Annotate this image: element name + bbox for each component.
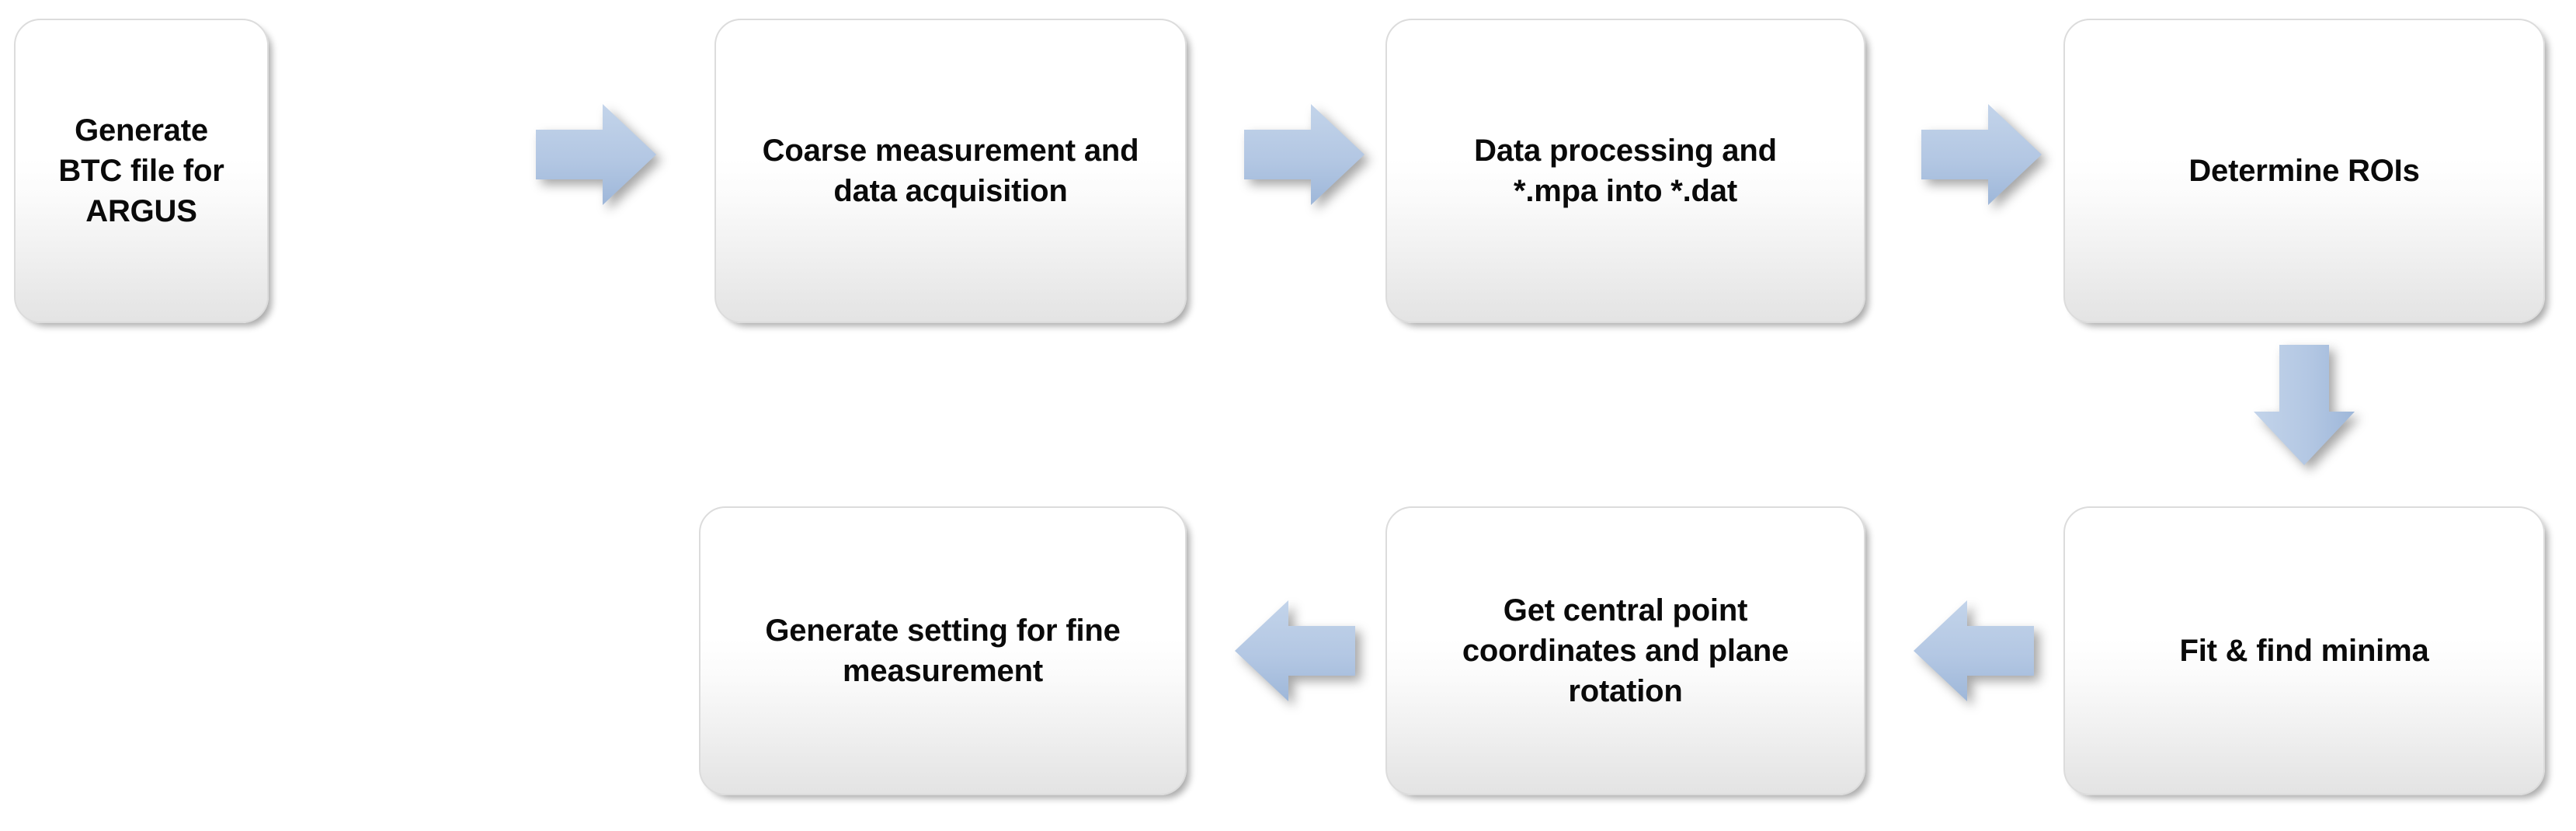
node-coarse-measurement[interactable]: Coarse measurement and data acquisition	[714, 19, 1187, 323]
node-label: Coarse measurement and data acquisition	[762, 134, 1139, 208]
arrow-left-2	[1914, 600, 2034, 701]
node-determine-rois[interactable]: Determine ROIs	[2063, 19, 2545, 323]
node-data-processing[interactable]: Data processing and *.mpa into *.dat	[1385, 19, 1865, 323]
node-label: Fit & find minima	[2179, 634, 2429, 668]
node-generate-setting[interactable]: Generate setting for fine measurement	[699, 506, 1187, 795]
node-generate-btc[interactable]: Generate BTC file for ARGUS	[14, 19, 269, 323]
arrow-right-1	[536, 104, 656, 205]
arrow-down-1	[2254, 345, 2355, 465]
node-fit-find-minima[interactable]: Fit & find minima	[2063, 506, 2545, 795]
node-label: Get central point coordinates and plane …	[1462, 593, 1789, 708]
node-label: Generate BTC file for ARGUS	[58, 113, 224, 228]
node-get-central-point[interactable]: Get central point coordinates and plane …	[1385, 506, 1865, 795]
arrow-right-2	[1244, 104, 1364, 205]
node-label: Generate setting for fine measurement	[765, 614, 1121, 688]
node-label: Data processing and *.mpa into *.dat	[1474, 134, 1777, 208]
node-label: Determine ROIs	[2188, 154, 2420, 188]
arrow-left-1	[1235, 600, 1355, 701]
arrow-right-3	[1921, 104, 2042, 205]
